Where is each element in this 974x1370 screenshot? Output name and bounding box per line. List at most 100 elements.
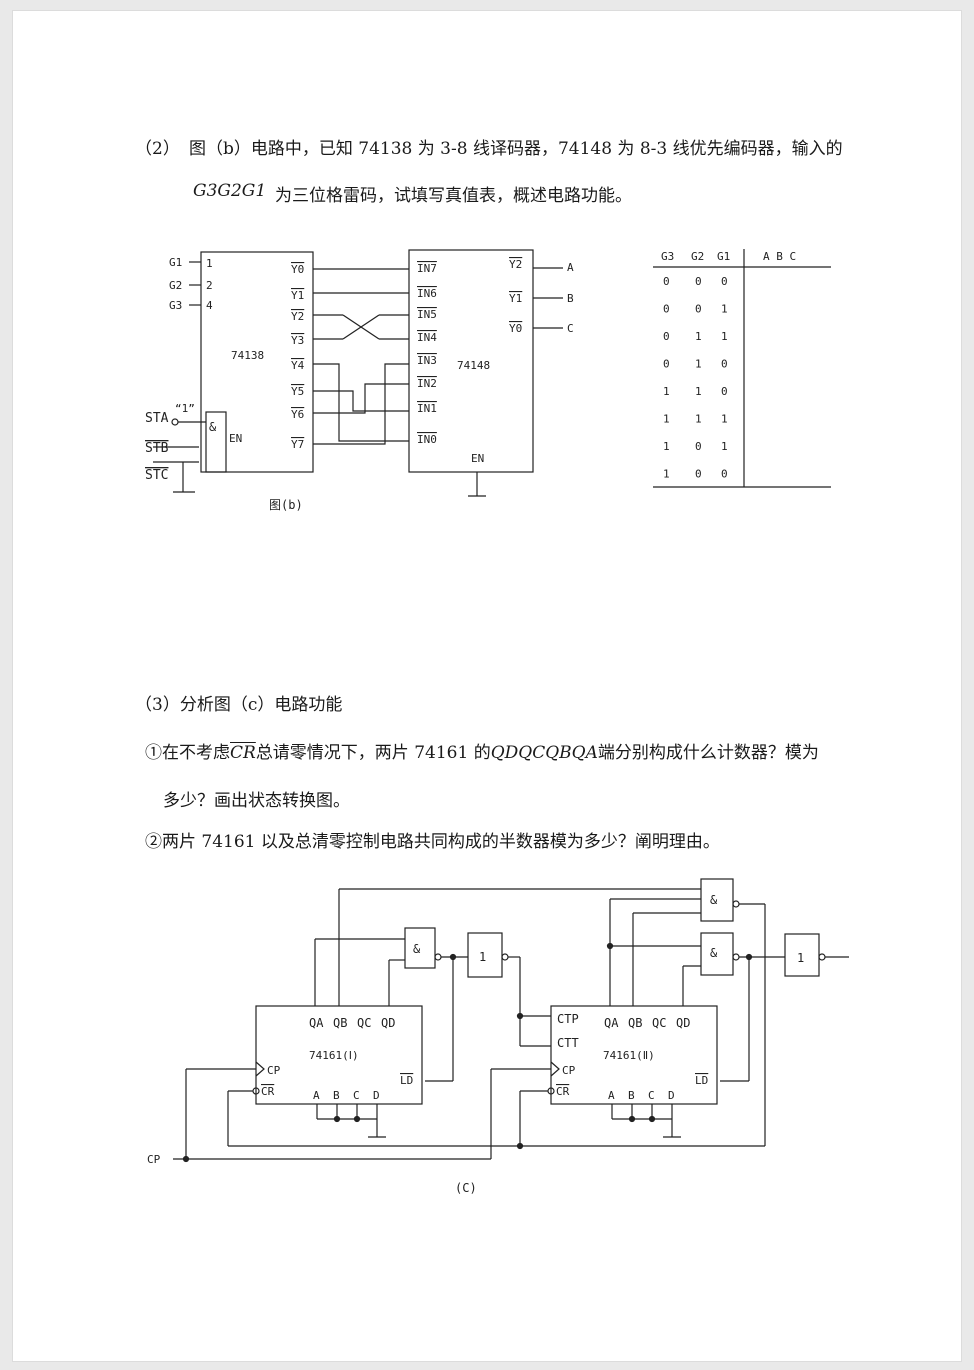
truth-table-cell: 1 <box>695 330 702 343</box>
q3-item1-a: ①在不考虑 <box>145 743 230 763</box>
truth-table-cell: 1 <box>721 330 728 343</box>
chip2-a: A <box>608 1089 615 1102</box>
truth-table-cell: 0 <box>721 358 728 371</box>
enc-in-2: IN2 <box>417 377 437 390</box>
truth-table-cell: 1 <box>721 303 728 316</box>
decoder-en: EN <box>229 432 242 445</box>
truth-table-cell: 1 <box>721 440 728 453</box>
th-abc: A B C <box>763 250 796 263</box>
q-vars: QDQCQBQA <box>490 743 598 763</box>
enc-in-0: IN0 <box>417 433 437 446</box>
chip1-ld: LD <box>400 1074 413 1087</box>
dec-out-y1: Y1 <box>291 289 304 302</box>
pin-2: 2 <box>206 279 213 292</box>
not1-symbol: 1 <box>479 950 486 964</box>
truth-table-cell: 1 <box>663 385 670 398</box>
pin-1: 1 <box>206 257 213 270</box>
chip2-qb: QB <box>628 1016 642 1030</box>
truth-table-cell: 0 <box>721 468 728 481</box>
dec-out-y6: Y6 <box>291 408 304 421</box>
truth-table-cell: 0 <box>695 468 702 481</box>
enc-in-6: IN6 <box>417 287 437 300</box>
and-gate-1 <box>404 927 436 969</box>
truth-table-cell: 0 <box>695 303 702 316</box>
q3-title: （3）分析图（c）电路功能 <box>135 695 343 715</box>
and-gate-3 <box>700 932 734 976</box>
truth-table-cell: 0 <box>663 358 670 371</box>
out-a: A <box>567 261 574 274</box>
figure-c-caption: (C) <box>455 1181 477 1195</box>
dec-out-y0: Y0 <box>291 263 304 276</box>
dec-out-y5: Y5 <box>291 385 304 398</box>
chip2-cp: CP <box>562 1064 576 1077</box>
chip1-c: C <box>353 1089 360 1102</box>
and-symbol: & <box>209 420 217 434</box>
chip2-c: C <box>648 1089 655 1102</box>
encoder-label: 74148 <box>457 359 490 372</box>
th-g1: G1 <box>717 250 730 263</box>
input-g2: G2 <box>169 279 182 292</box>
chip1-qd: QD <box>381 1016 395 1030</box>
dec-out-y4: Y4 <box>291 359 305 372</box>
not-gate-2 <box>784 933 820 977</box>
chip2-b: B <box>628 1089 635 1102</box>
chip2-d: D <box>668 1089 675 1102</box>
chip1-qc: QC <box>357 1016 371 1030</box>
enc-in-4: IN4 <box>417 331 437 344</box>
pin-4: 4 <box>206 299 213 312</box>
and-gate-2 <box>700 878 734 922</box>
decoder-label: 74138 <box>231 349 264 362</box>
not-gate-1 <box>467 932 503 978</box>
chip1-cr: CR <box>261 1085 275 1098</box>
figure-b-caption: 图(b) <box>269 498 303 512</box>
encoder-74148-box <box>408 249 534 473</box>
input-g3: G3 <box>169 299 182 312</box>
truth-table-cell: 1 <box>721 413 728 426</box>
chip2-cr: CR <box>556 1085 570 1098</box>
cr-symbol: CR <box>230 743 256 763</box>
q3-item1-c: 端分别构成什么计数器？模为 <box>597 743 819 763</box>
chip1-qb: QB <box>333 1016 347 1030</box>
truth-table-cell: 1 <box>663 440 670 453</box>
enable-sta: STA <box>145 411 169 426</box>
gray-code-vars: G3G2G1 <box>193 181 267 201</box>
q3-item2: ②两片 74161 以及总清零控制电路共同构成的半数器模为多少？阐明理由。 <box>145 832 720 852</box>
chip2-ctp: CTP <box>557 1012 579 1026</box>
truth-table-cell: 0 <box>721 385 728 398</box>
figure-b-circuit: G1 G2 G3 1 2 4 74138 74148 Y0 Y1 Y2 Y3 Y… <box>145 249 831 512</box>
q3-item1-line1: ①在不考虑CR总请零情况下，两片 74161 的QDQCQBQA端分别构成什么计… <box>145 738 819 763</box>
truth-table-cell: 1 <box>663 468 670 481</box>
cp-input-label: CP <box>147 1153 161 1166</box>
th-g3: G3 <box>661 250 674 263</box>
enable-stb: STB <box>145 441 169 456</box>
input-g1: G1 <box>169 256 182 269</box>
enable-stc: STC <box>145 468 168 483</box>
logic-one: “1” <box>175 402 195 415</box>
chip1-b: B <box>333 1089 340 1102</box>
q2-label: （2） <box>135 139 180 159</box>
th-g2: G2 <box>691 250 704 263</box>
chip1-a: A <box>313 1089 320 1102</box>
chip1-qa: QA <box>309 1016 324 1030</box>
and1-symbol: & <box>413 942 421 956</box>
chip2-qd: QD <box>676 1016 690 1030</box>
truth-table-cell: 1 <box>695 385 702 398</box>
truth-table-cell: 0 <box>663 330 670 343</box>
truth-table-cell: 0 <box>721 275 728 288</box>
truth-table-cell: 1 <box>663 413 670 426</box>
encoder-en: EN <box>471 452 484 465</box>
enc-in-3: IN3 <box>417 354 437 367</box>
q3-item1-line2: 多少？画出状态转换图。 <box>163 791 350 811</box>
chip1-cp: CP <box>267 1064 281 1077</box>
q2-line1: 图（b）电路中，已知 74138 为 3-8 线译码器，74148 为 8-3 … <box>189 139 843 159</box>
chip2-ld: LD <box>695 1074 708 1087</box>
decoder-74138-box <box>200 251 314 473</box>
q2-line2: 为三位格雷码，试填写真值表，概述电路功能。 <box>275 186 632 206</box>
truth-table-cell: 0 <box>695 275 702 288</box>
dec-out-y2: Y2 <box>291 310 304 323</box>
truth-table-cell: 1 <box>695 413 702 426</box>
dec-out-y7: Y7 <box>291 438 304 451</box>
and2-symbol: & <box>710 893 718 907</box>
enc-in-7: IN7 <box>417 262 437 275</box>
